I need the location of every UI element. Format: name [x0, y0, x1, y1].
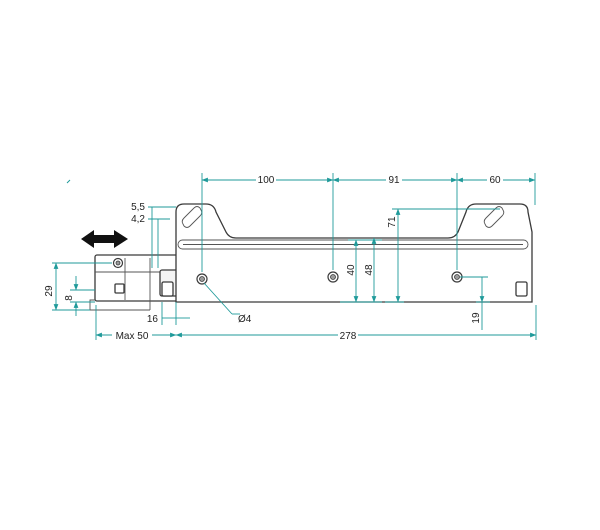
stray-mark — [66, 179, 71, 184]
dim-label-48: 48 — [364, 264, 375, 276]
dim-width-16 — [161, 302, 190, 325]
dim-label-19: 19 — [471, 312, 482, 324]
dim-label-40: 40 — [346, 264, 357, 276]
dim-label-max-50: Max 50 — [116, 331, 149, 342]
dim-label-8: 8 — [64, 295, 75, 301]
travel-double-arrow-icon — [81, 230, 128, 248]
dim-label-4-2: 4,2 — [131, 214, 145, 225]
dim-height-71 — [385, 208, 500, 303]
dim-label-100: 100 — [258, 175, 275, 186]
dim-label-278: 278 — [340, 331, 357, 342]
dim-label-hole-diameter: Ø4 — [238, 314, 252, 325]
dim-height-19 — [460, 276, 490, 330]
dim-label-71: 71 — [387, 216, 398, 228]
dim-label-60: 60 — [489, 175, 501, 186]
dim-heights-40-48 — [340, 237, 382, 303]
dim-hole-leader — [203, 282, 240, 315]
dim-label-5-5: 5,5 — [131, 202, 145, 213]
dim-label-29: 29 — [44, 285, 55, 297]
dim-left-heights — [52, 262, 112, 316]
rail-body — [161, 203, 533, 303]
dim-label-16: 16 — [147, 314, 159, 325]
dim-label-91: 91 — [388, 175, 400, 186]
dim-edge-offsets — [148, 206, 176, 268]
